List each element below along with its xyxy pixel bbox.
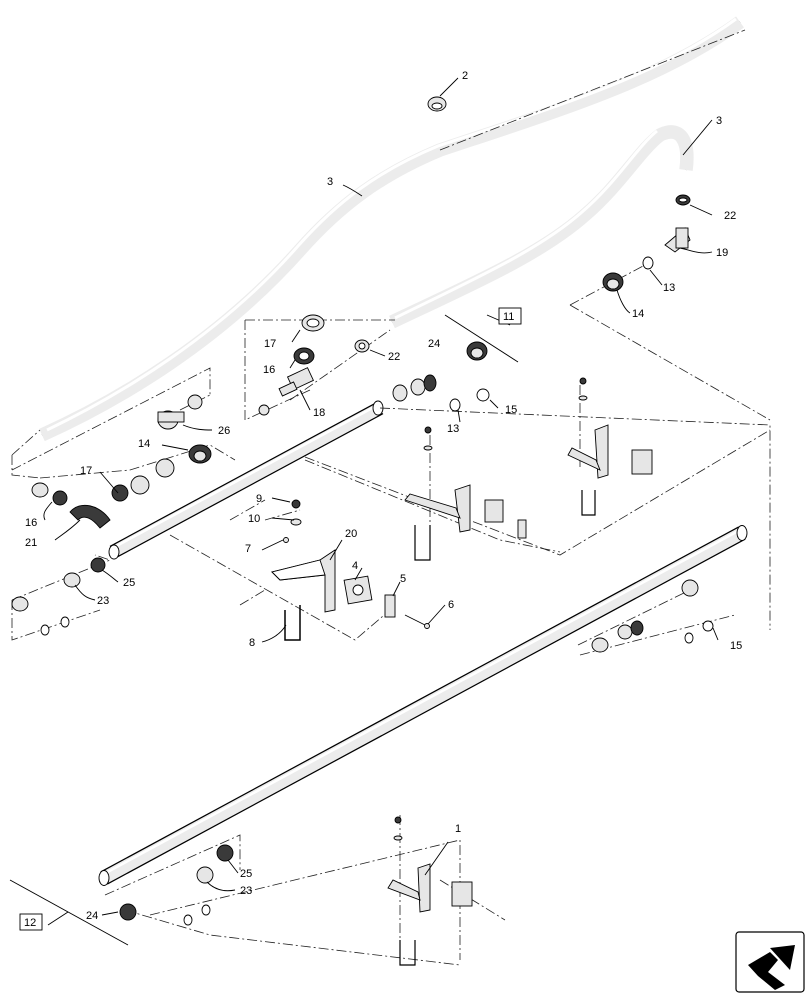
block-4 (343, 575, 373, 605)
elbow-19 (664, 227, 691, 253)
bracket-20 (271, 549, 336, 613)
fitting-group-lower-right (591, 579, 714, 653)
ring-16-upper (293, 347, 315, 365)
callout-26: 26 (218, 425, 230, 437)
forward-arrow-icon[interactable] (735, 931, 805, 993)
fitting-group-bottom-left (119, 844, 234, 926)
callout-21: 21 (25, 537, 37, 549)
nut-9 (291, 499, 301, 509)
nut-24-upper (466, 341, 488, 361)
callout-box-12 (19, 913, 43, 931)
callout-labels: 1 2 3 3 4 5 6 7 8 9 10 11 12 13 13 14 14… (24, 70, 742, 929)
callout-22b: 22 (388, 351, 400, 363)
elbow-21 (69, 504, 111, 529)
callout-17b: 17 (80, 465, 92, 477)
washer-10 (290, 518, 302, 526)
bolt-6 (404, 614, 430, 629)
callout-20: 20 (345, 528, 357, 540)
callout-6: 6 (448, 599, 454, 611)
bracket-1 (387, 816, 473, 966)
callout-16b: 16 (25, 517, 37, 529)
tee-18 (258, 367, 315, 416)
bolt-7 (283, 537, 289, 543)
callout-25a: 25 (123, 577, 135, 589)
callout-14a: 14 (632, 308, 644, 320)
callout-25b: 25 (240, 868, 252, 880)
plate-5 (384, 594, 396, 618)
callout-15b: 15 (730, 640, 742, 652)
washer-22-right (675, 194, 691, 206)
fitting-left-lower (11, 557, 106, 636)
callout-10: 10 (248, 513, 260, 525)
callout-1: 1 (455, 823, 461, 835)
nut-14-left (188, 444, 212, 464)
callout-22a: 22 (724, 210, 736, 222)
callout-9: 9 (256, 493, 262, 505)
u-bolt-8 (284, 605, 301, 641)
callout-24a: 24 (428, 338, 440, 350)
callout-19: 19 (716, 247, 728, 259)
leader-lines (43, 77, 719, 916)
ring-13-right (642, 256, 654, 270)
callout-8: 8 (249, 637, 255, 649)
callout-13a: 13 (663, 282, 675, 294)
hose-upper-right (389, 125, 694, 329)
callout-11: 11 (503, 311, 514, 323)
callout-24b: 24 (86, 910, 98, 922)
callout-5: 5 (400, 573, 406, 585)
reference-bracket-12 (9, 879, 129, 946)
callout-17a: 17 (264, 338, 276, 350)
callout-3b: 3 (716, 115, 722, 127)
fitting-left-stack (31, 458, 175, 506)
callout-2: 2 (462, 70, 468, 82)
fitting-group-middle-right (392, 374, 490, 412)
callout-23a: 23 (97, 595, 109, 607)
callout-18: 18 (313, 407, 325, 419)
clamp-26 (157, 394, 203, 430)
callout-3a: 3 (327, 176, 333, 188)
clamp-17-upper (301, 314, 325, 332)
bracket-right (567, 377, 653, 516)
hose-upper-left (39, 16, 744, 442)
bracket-middle (404, 426, 527, 561)
clamp-2 (427, 96, 447, 112)
washer-22-upper (354, 339, 370, 353)
callout-15a: 15 (505, 404, 517, 416)
callout-16a: 16 (263, 364, 275, 376)
callout-13b: 13 (447, 423, 459, 435)
callout-14b: 14 (138, 438, 150, 450)
callout-4: 4 (352, 560, 358, 572)
nut-14-right (602, 272, 624, 292)
callout-7: 7 (245, 543, 251, 555)
tube-middle (108, 400, 384, 560)
callout-12: 12 (24, 917, 36, 929)
callout-23b: 23 (240, 885, 252, 897)
tube-long (98, 525, 748, 886)
callout-box-11 (498, 307, 522, 325)
